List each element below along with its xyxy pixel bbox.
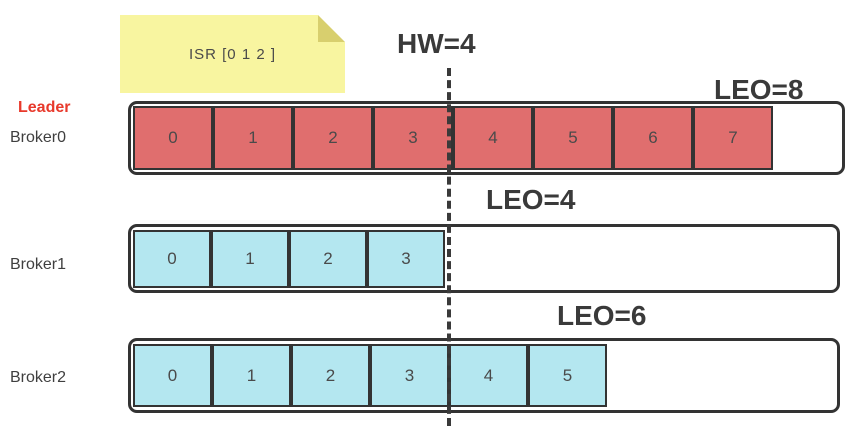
log-cell-4: 4 (453, 106, 533, 170)
log-cell-1: 1 (211, 229, 289, 288)
broker2-label: Broker2 (10, 369, 67, 386)
log-cell-5: 5 (533, 106, 613, 170)
isr-label: ISR [0 1 2 ] (188, 45, 277, 63)
log-cell-4: 4 (449, 344, 528, 407)
broker1-leo-label: LEO=4 (486, 184, 576, 215)
log-cell-0: 0 (133, 106, 213, 170)
broker0-label: Broker0 (10, 129, 67, 146)
log-cell-6: 6 (613, 106, 693, 170)
high-watermark-label: HW=4 (397, 28, 476, 59)
log-cell-2: 2 (293, 106, 373, 170)
log-cell-7: 7 (693, 106, 773, 170)
log-cell-2: 2 (291, 344, 370, 407)
log-cell-5: 5 (528, 344, 607, 407)
log-cell-1: 1 (212, 344, 291, 407)
log-cell-0: 0 (133, 229, 211, 288)
high-watermark-dashed-line (447, 68, 451, 426)
log-cell-1: 1 (213, 106, 293, 170)
isr-sticky-note: ISR [0 1 2 ] (120, 15, 345, 93)
broker0-leo-label: LEO=8 (714, 74, 804, 105)
broker2-leo-label: LEO=6 (557, 300, 647, 331)
log-cell-3: 3 (370, 344, 449, 407)
log-cell-3: 3 (373, 106, 453, 170)
log-cell-0: 0 (133, 344, 212, 407)
sticky-note-fold-corner (318, 15, 345, 42)
leader-label: Leader (18, 99, 71, 116)
log-cell-2: 2 (289, 229, 367, 288)
log-cell-3: 3 (367, 229, 445, 288)
broker1-label: Broker1 (10, 256, 67, 273)
